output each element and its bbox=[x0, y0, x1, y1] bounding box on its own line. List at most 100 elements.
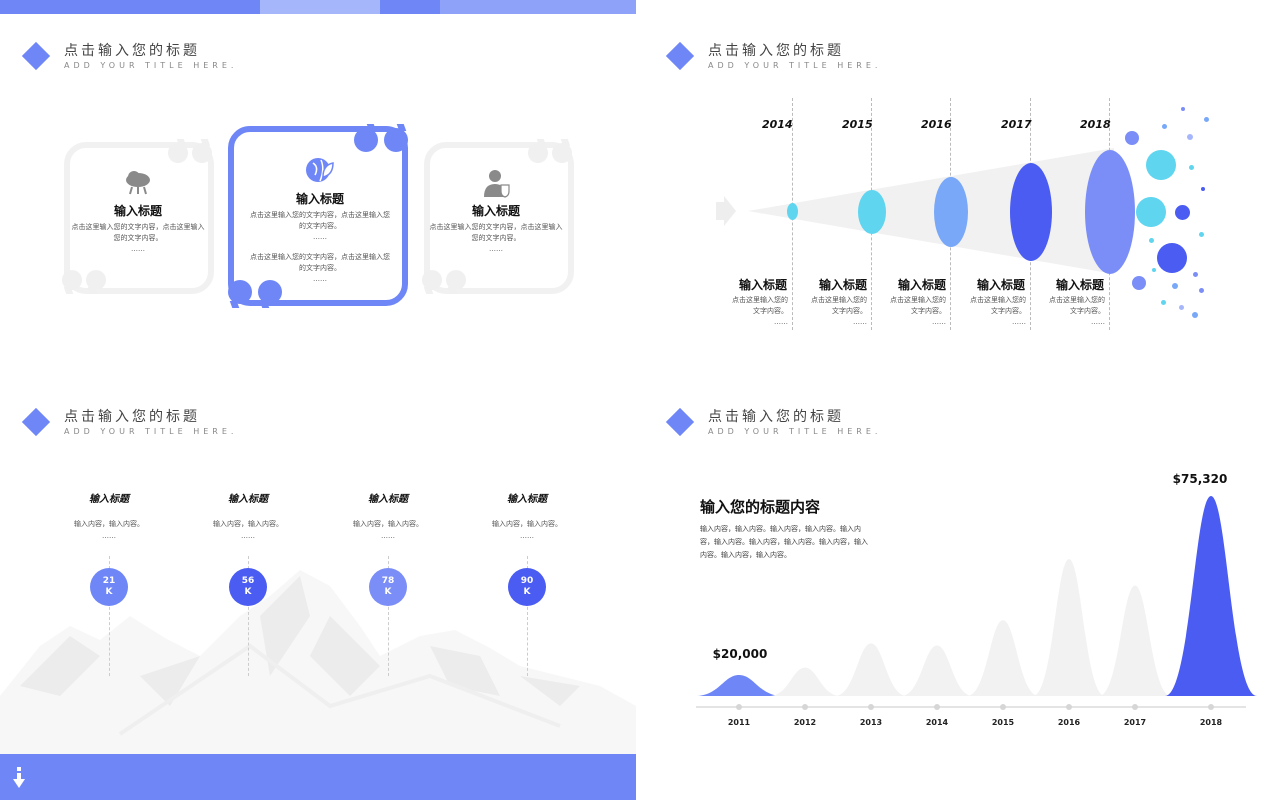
timeline-title: 输入标题 bbox=[977, 278, 1026, 292]
decor-dot bbox=[1132, 276, 1146, 290]
timeline-text: 点击这里输入您的文字内容。…… bbox=[970, 296, 1026, 326]
decor-dot bbox=[1152, 268, 1156, 272]
mountain-graphic bbox=[0, 570, 636, 756]
x-tick-label-2014: 2014 bbox=[926, 718, 949, 727]
slide-1: 点击输入您的标题 ADD YOUR TITLE HERE. 输入标题 点击这里输… bbox=[0, 0, 636, 356]
connector-line bbox=[527, 556, 528, 676]
page-title: 点击输入您的标题 bbox=[708, 43, 844, 59]
chart-heading: 输入您的标题内容 bbox=[700, 498, 821, 516]
decor-dot bbox=[1204, 117, 1209, 122]
decor-dot bbox=[1172, 283, 1178, 289]
timeline-text: 点击这里输入您的文字内容。…… bbox=[732, 296, 788, 326]
decor-dot bbox=[1199, 232, 1204, 237]
slide-4: 点击输入您的标题 ADD YOUR TITLE HERE. 输入您的标题内容 输… bbox=[644, 366, 1280, 800]
connector-line bbox=[388, 556, 389, 676]
item-text: 输入内容，输入内容。…… bbox=[492, 520, 562, 540]
timeline-text: 点击这里输入您的文字内容。…… bbox=[890, 296, 946, 326]
card-title: 输入标题 bbox=[471, 204, 520, 218]
card-title: 输入标题 bbox=[113, 204, 162, 218]
timeline-title: 输入标题 bbox=[739, 278, 788, 292]
x-tick-label-2018: 2018 bbox=[1200, 718, 1223, 727]
decor-dot bbox=[1175, 205, 1190, 220]
person-shield-icon bbox=[484, 170, 510, 198]
page-title: 点击输入您的标题 bbox=[64, 43, 200, 59]
quote-icon bbox=[354, 128, 378, 152]
globe-leaf-icon bbox=[306, 158, 334, 182]
quote-icon bbox=[192, 143, 212, 163]
slide-3: 点击输入您的标题 ADD YOUR TITLE HERE. 输入标题 输入标题 … bbox=[0, 366, 636, 800]
card-3 bbox=[424, 142, 574, 294]
peak-2012 bbox=[769, 667, 841, 696]
tick-dot-2017 bbox=[1132, 704, 1138, 710]
decor-dot bbox=[1157, 243, 1187, 273]
decor-dot bbox=[1181, 107, 1185, 111]
tick-dot-2014 bbox=[934, 704, 940, 710]
x-tick-label-2017: 2017 bbox=[1124, 718, 1146, 727]
timeline-title: 输入标题 bbox=[898, 278, 947, 292]
decor-dot bbox=[1193, 272, 1198, 277]
card-2 bbox=[228, 126, 408, 306]
x-tick-label-2015: 2015 bbox=[992, 718, 1015, 727]
down-arrow-icon[interactable] bbox=[12, 767, 26, 789]
peak-2018 bbox=[1165, 496, 1257, 696]
page-subtitle: ADD YOUR TITLE HERE. bbox=[708, 61, 882, 70]
x-tick-label-2016: 2016 bbox=[1058, 718, 1081, 727]
timeline-title: 输入标题 bbox=[819, 278, 868, 292]
tick-dot-2016 bbox=[1066, 704, 1072, 710]
decor-dot bbox=[1201, 187, 1205, 191]
decor-dot bbox=[1149, 238, 1154, 243]
decor-dot bbox=[1187, 134, 1193, 140]
quote-icon bbox=[228, 280, 252, 304]
bottom-banner bbox=[0, 754, 636, 800]
item-title: 输入标题 bbox=[228, 494, 268, 505]
item-text: 输入内容，输入内容。…… bbox=[353, 520, 423, 540]
timeline-text: 点击这里输入您的文字内容。…… bbox=[811, 296, 867, 326]
quote-icon bbox=[528, 143, 548, 163]
card-text: 点击这里输入您的文字内容，点击这里输入您的文字内容。…… bbox=[250, 253, 390, 283]
card-text: 点击这里输入您的文字内容，点击这里输入您的文字内容。…… bbox=[71, 223, 205, 253]
timeline-ellipse bbox=[1085, 150, 1135, 274]
quote-icon bbox=[422, 270, 442, 290]
quote-icon bbox=[258, 280, 282, 304]
decor-dot bbox=[1179, 305, 1184, 310]
slide-2: 点击输入您的标题 ADD YOUR TITLE HERE. 2014 2015 … bbox=[644, 0, 1280, 356]
tick-dot-2015 bbox=[1000, 704, 1006, 710]
tick-dot-2011 bbox=[736, 704, 742, 710]
quote-icon bbox=[86, 270, 106, 290]
timeline-title: 输入标题 bbox=[1056, 278, 1105, 292]
peak-2017 bbox=[1099, 585, 1171, 696]
peak-2013 bbox=[835, 643, 907, 696]
card-1 bbox=[64, 142, 214, 294]
peak-2014 bbox=[901, 645, 973, 696]
page-title: 点击输入您的标题 bbox=[708, 409, 844, 425]
peak-2015 bbox=[967, 620, 1039, 696]
year-label: 2014 bbox=[762, 118, 793, 131]
timeline-ellipse bbox=[1010, 163, 1052, 261]
decor-dot bbox=[1146, 150, 1176, 180]
item-title: 输入标题 bbox=[507, 494, 547, 505]
tick-dot-2013 bbox=[868, 704, 874, 710]
arrow-icon bbox=[716, 196, 736, 226]
tick-dot-2012 bbox=[802, 704, 808, 710]
funnel-cone bbox=[748, 148, 1114, 274]
peak-2016 bbox=[1033, 559, 1105, 696]
connector-line bbox=[109, 556, 110, 676]
quote-icon bbox=[446, 270, 466, 290]
x-tick-label-2013: 2013 bbox=[860, 718, 882, 727]
quote-icon bbox=[62, 270, 82, 290]
peak-2011 bbox=[695, 674, 783, 696]
page-subtitle: ADD YOUR TITLE HERE. bbox=[708, 427, 882, 436]
decor-dot bbox=[1192, 312, 1198, 318]
connector-line bbox=[248, 556, 249, 676]
tick-dot-2018 bbox=[1208, 704, 1214, 710]
timeline-text: 点击这里输入您的文字内容。…… bbox=[1049, 296, 1105, 326]
decor-dot bbox=[1161, 300, 1166, 305]
quote-icon bbox=[384, 128, 408, 152]
year-label: 2016 bbox=[921, 118, 952, 131]
page-subtitle: ADD YOUR TITLE HERE. bbox=[64, 427, 238, 436]
page-subtitle: ADD YOUR TITLE HERE. bbox=[64, 61, 238, 70]
card-text: 点击这里输入您的文字内容，点击这里输入您的文字内容。…… bbox=[250, 211, 390, 241]
card-text: 点击这里输入您的文字内容，点击这里输入您的文字内容。…… bbox=[429, 223, 563, 253]
